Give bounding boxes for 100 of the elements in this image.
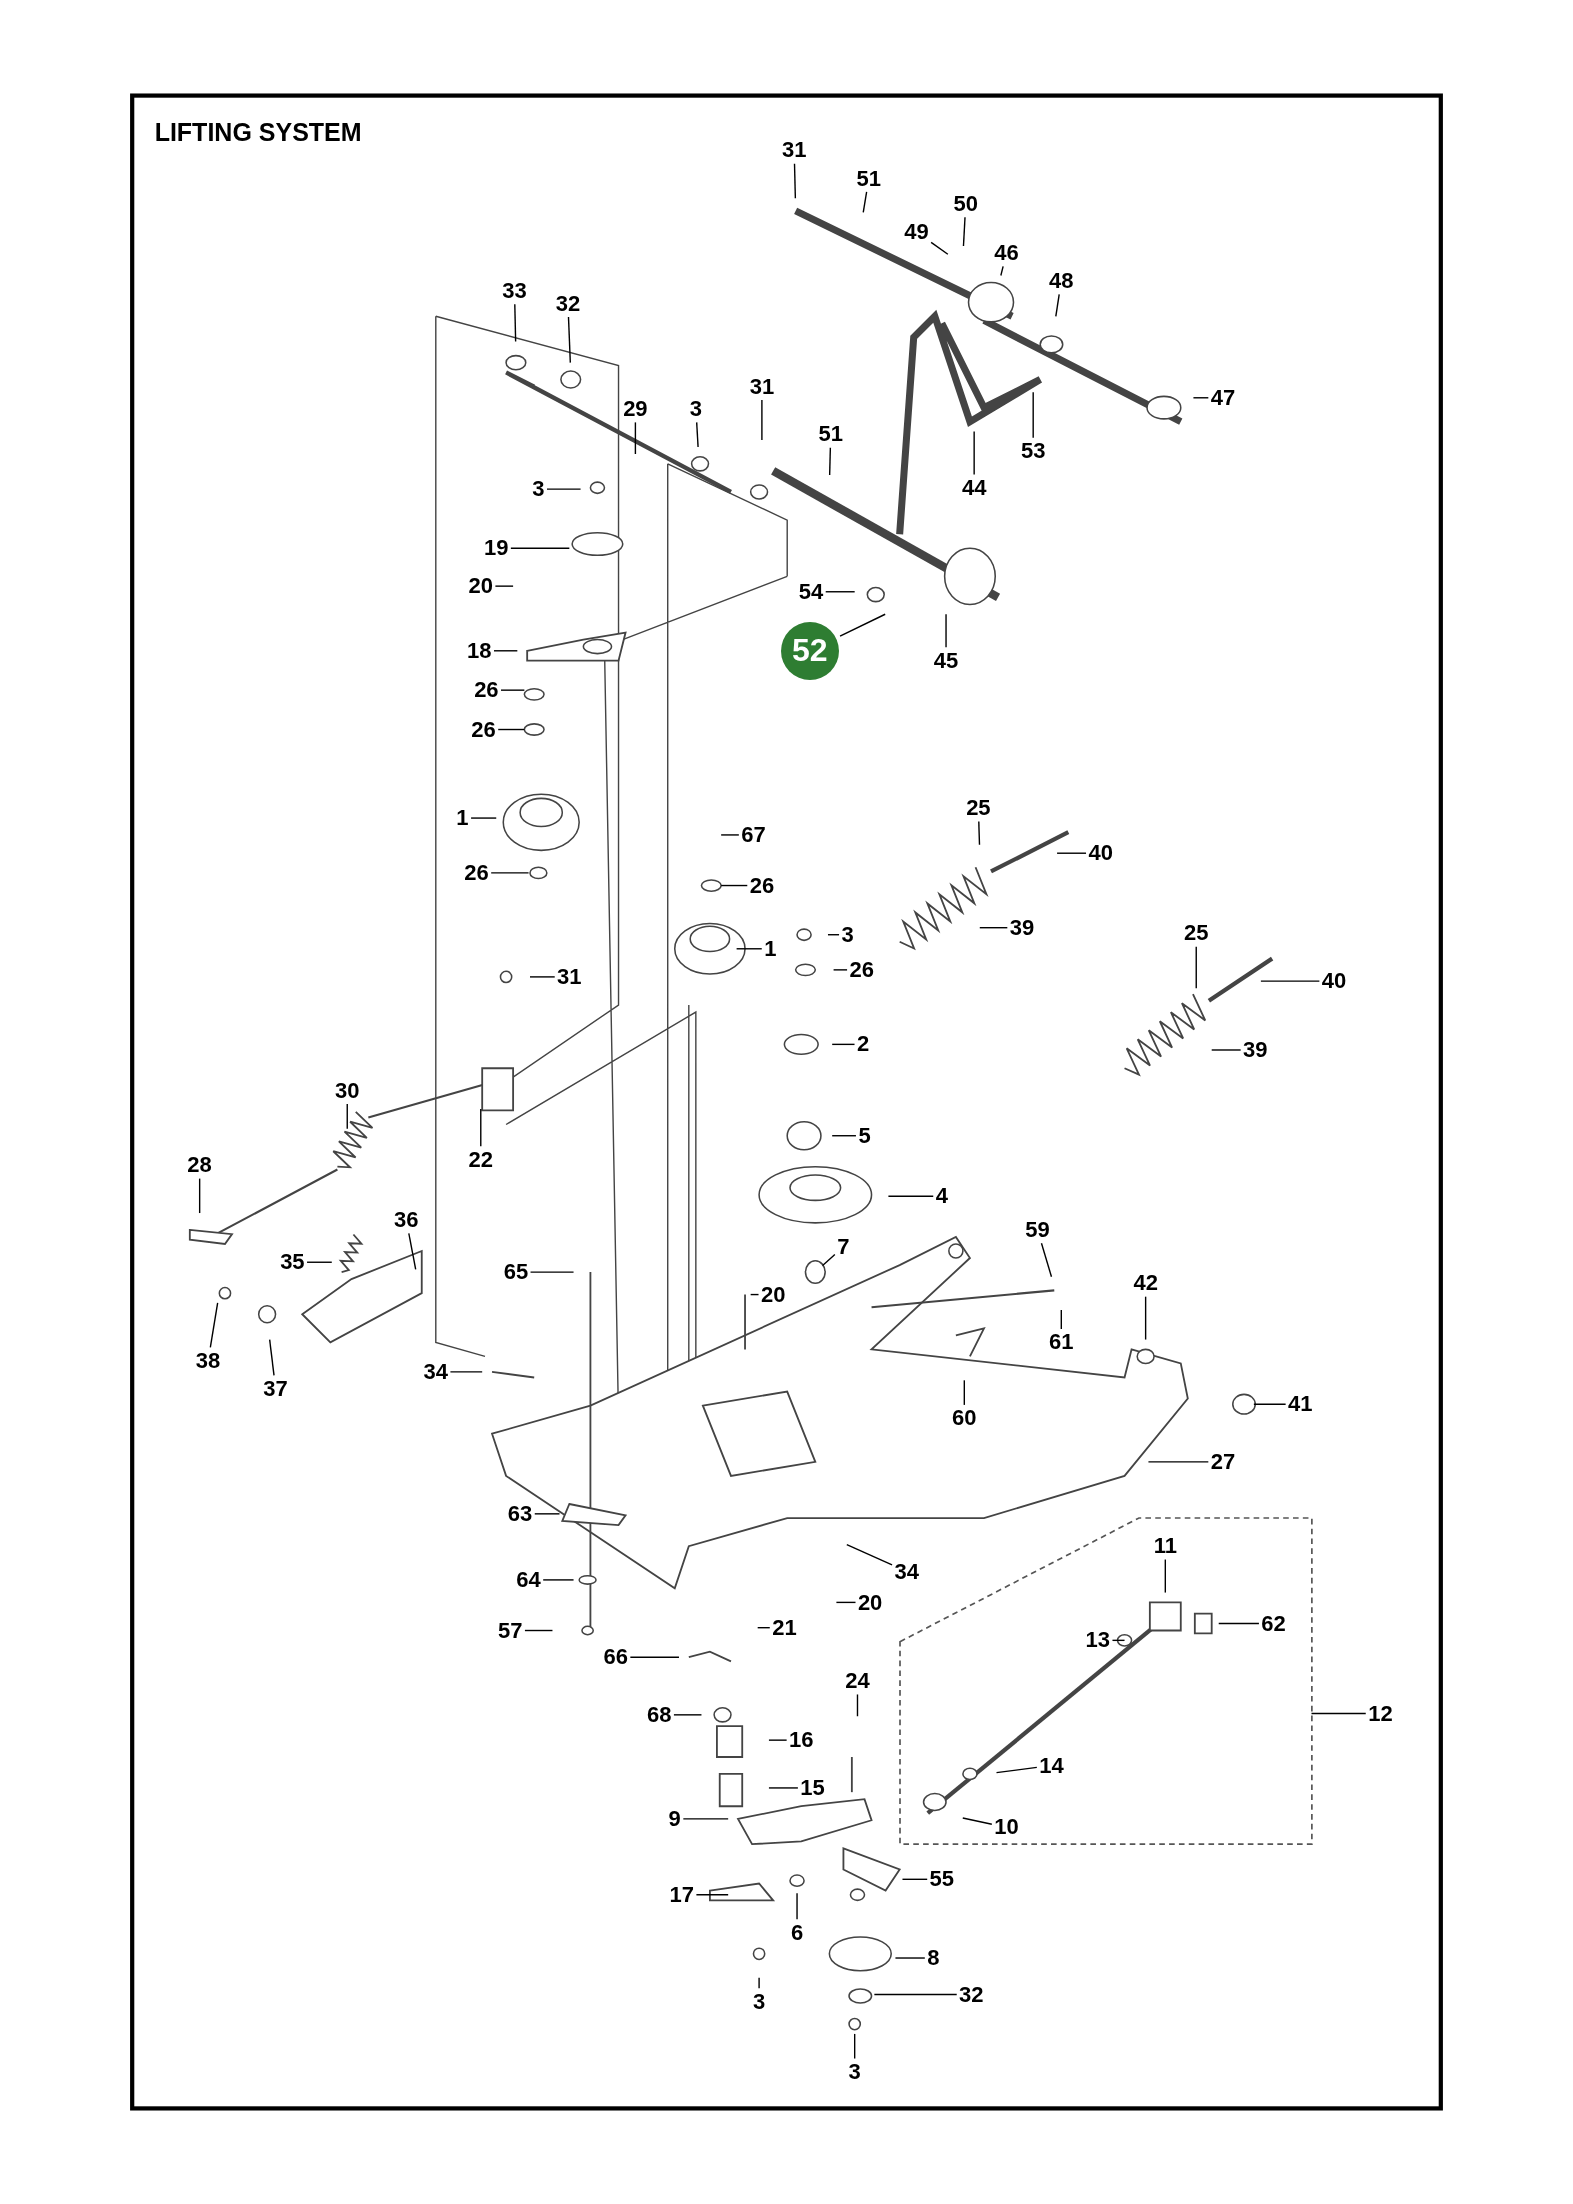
leader-line (978, 820, 981, 846)
leader-line (1192, 397, 1210, 399)
leader-line (1164, 1558, 1166, 1594)
callout-number: 18 (466, 638, 493, 663)
leader-line (497, 728, 526, 731)
leader-line (930, 241, 949, 255)
leader-line (1111, 1639, 1126, 1642)
leader-line (1144, 1295, 1147, 1341)
callout-number: 66 (602, 1645, 629, 1670)
callout-number: 49 (903, 219, 930, 244)
callout-number: 4 (934, 1184, 949, 1209)
callout-number: 44 (960, 475, 988, 500)
callout-number: 3 (847, 2060, 862, 2084)
leader-line (629, 1656, 680, 1658)
callout-number: 31 (781, 138, 808, 163)
callout-badge: 52 (780, 621, 839, 680)
leader-line (758, 1977, 760, 1989)
callout-number: 39 (1008, 915, 1036, 940)
leader-line (490, 872, 530, 874)
callout-number: 20 (759, 1282, 787, 1307)
callout-number: 1 (455, 806, 470, 831)
callout-number: 14 (1038, 1753, 1065, 1778)
leader-line (839, 613, 886, 637)
leader-line (862, 191, 868, 214)
leader-line (1195, 945, 1197, 989)
leader-line (1000, 265, 1004, 277)
callout-number: 68 (646, 1702, 673, 1727)
leader-line (846, 1543, 893, 1566)
leader-line (449, 1371, 483, 1373)
leader-line (887, 1195, 934, 1197)
leader-line (873, 1993, 958, 1996)
leader-line (209, 1302, 219, 1348)
callout-number: 28 (186, 1153, 213, 1178)
callout-number: 13 (1084, 1628, 1112, 1653)
callout-number: 61 (1048, 1330, 1075, 1355)
callout-number: 26 (848, 957, 875, 982)
leader-line (853, 2033, 856, 2060)
leader-line (962, 1817, 993, 1825)
callout-number: 24 (844, 1669, 871, 1694)
leader-line (542, 1579, 575, 1581)
leader-line (973, 430, 975, 476)
callout-number: 65 (502, 1260, 530, 1285)
callout-number: 48 (1048, 269, 1075, 294)
leader-line (831, 1043, 856, 1046)
leader-line (480, 1108, 482, 1147)
callout-number: 36 (393, 1208, 420, 1233)
callout-number: 67 (740, 823, 767, 847)
callout-number: 26 (473, 678, 500, 703)
leader-line (493, 650, 519, 652)
leader-line (962, 216, 966, 247)
callout-number: 2 (856, 1032, 871, 1057)
leader-line (510, 547, 571, 549)
callout-number: 3 (531, 477, 546, 502)
callout-number: 10 (993, 1815, 1020, 1840)
leader-line (828, 447, 832, 476)
callout-number: 9 (667, 1807, 682, 1831)
callout-number: 63 (506, 1501, 534, 1526)
leader-line (821, 1253, 836, 1267)
callout-number: 40 (1087, 841, 1114, 866)
callout-number: 3 (840, 922, 855, 947)
callout-number: 51 (855, 166, 882, 191)
callout-number: 29 (622, 397, 649, 422)
callout-number: 5 (857, 1123, 872, 1148)
callout-number: 19 (483, 536, 510, 561)
leader-line (796, 1892, 798, 1921)
leader-line (1056, 852, 1087, 854)
callout-number: 40 (1320, 969, 1348, 994)
leader-line (306, 1261, 333, 1263)
leader-line (831, 1135, 857, 1137)
callout-number: 34 (893, 1559, 920, 1584)
callout-number: 41 (1287, 1392, 1314, 1417)
leader-line (1032, 391, 1034, 439)
leader-line (1310, 1712, 1367, 1715)
callout-number: 20 (467, 574, 494, 599)
callout-number: 59 (1024, 1218, 1051, 1242)
callout-number: 22 (467, 1147, 494, 1172)
callout-number: 35 (279, 1250, 306, 1275)
callout-number: 42 (1132, 1271, 1159, 1296)
callout-number: 3 (688, 397, 703, 422)
callout-number: 11 (1152, 1534, 1178, 1559)
leader-line (1211, 1049, 1242, 1051)
callout-number: 6 (789, 1920, 805, 1945)
leader-line (634, 421, 637, 455)
callout-number: 3 (751, 1989, 767, 2014)
leader-line (1040, 1242, 1053, 1278)
leader-line (1060, 1309, 1062, 1330)
leader-line (963, 1379, 965, 1406)
leader-line (500, 689, 526, 691)
leader-line (735, 948, 763, 950)
leader-line (695, 421, 699, 448)
callout-number: 26 (463, 860, 490, 885)
callout-number: 25 (965, 796, 992, 821)
leader-line (682, 1818, 729, 1820)
leader-line (695, 1894, 729, 1896)
callout-number: 20 (856, 1590, 884, 1615)
leader-line (529, 1271, 575, 1273)
callout-number: 12 (1367, 1701, 1394, 1726)
leader-line (793, 163, 797, 199)
leader-line (749, 1293, 760, 1296)
leader-line (546, 488, 582, 490)
